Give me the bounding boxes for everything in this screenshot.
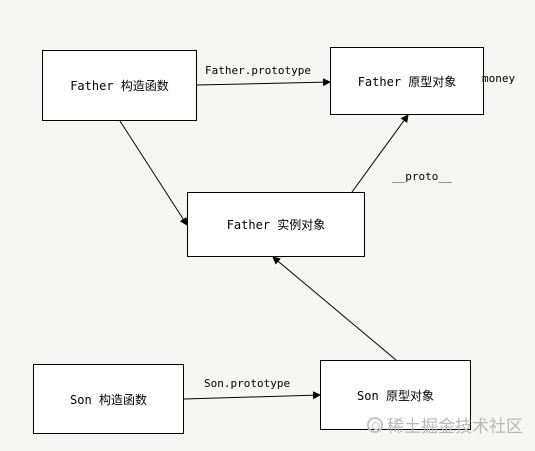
father-prototype-node: Father 原型对象 [330,47,484,115]
watermark-text: 稀土掘金技术社区 [387,417,523,437]
money-label: money [482,72,516,85]
edge-label-son-prototype: Son.prototype [204,377,291,390]
edge-son-constructor-to-son-prototype [183,391,321,400]
edge-father-constructor-to-father-instance [119,120,188,226]
son-prototype-label: Son 原型对象 [357,388,434,403]
edge-son-prototype-to-father-instance [272,256,397,361]
watermark: 稀土掘金技术社区 [367,412,523,437]
edge-father-constructor-to-father-prototype [196,78,331,87]
son-constructor-label: Son 构造函数 [70,392,147,407]
father-instance-label: Father 实例对象 [226,218,326,232]
edge-father-instance-to-father-prototype [351,114,409,193]
edge-label-father-prototype: Father.prototype [205,64,311,77]
father-constructor-label: Father 构造函数 [70,79,169,93]
edge-label-proto: __proto__ [392,170,452,183]
watermark-logo-icon [367,416,383,433]
father-instance-node: Father 实例对象 [187,192,365,257]
father-prototype-label: Father 原型对象 [357,74,457,89]
son-prototype-node: Son 原型对象 [320,360,471,430]
son-constructor-node: Son 构造函数 [33,364,184,434]
father-constructor-node: Father 构造函数 [42,50,197,121]
